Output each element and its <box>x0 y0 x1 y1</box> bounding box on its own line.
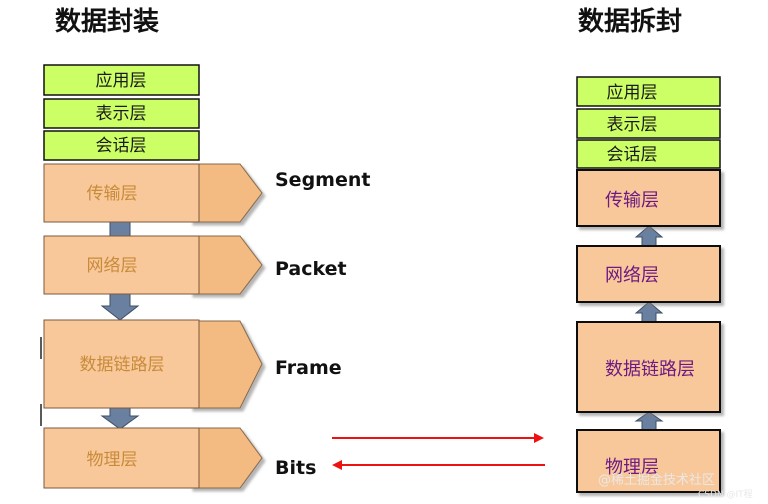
down-arrow-2 <box>100 293 140 321</box>
left-transport-layer <box>43 163 200 223</box>
watermark-small-text: CSDN @IT程 <box>698 489 753 500</box>
right-session-label: 会话层 <box>607 145 658 165</box>
right-datalink-layer <box>576 321 721 413</box>
frame-tab <box>189 320 263 409</box>
left-physical-label: 物理层 <box>87 450 138 470</box>
left-presentation-label: 表示层 <box>96 104 147 124</box>
up-arrow-3 <box>634 411 664 431</box>
left-datalink-layer <box>43 319 200 409</box>
up-arrow-2 <box>634 301 664 323</box>
left-network-layer <box>43 235 200 295</box>
left-application-layer <box>43 64 200 96</box>
left-application-label: 应用层 <box>96 71 147 91</box>
right-session-layer <box>576 139 721 169</box>
up-arrow-1 <box>634 225 664 247</box>
right-application-label: 应用层 <box>607 83 658 103</box>
watermark-text: @稀土掘金技术社区 <box>598 472 715 488</box>
right-application-layer <box>576 76 721 107</box>
right-datalink-label: 数据链路层 <box>605 359 695 380</box>
packet-label: Packet <box>275 258 347 280</box>
bits-tab <box>189 427 263 489</box>
frame-label: Frame <box>275 357 342 379</box>
right-physical-layer <box>576 429 721 493</box>
right-network-layer <box>576 245 721 303</box>
right-presentation-label: 表示层 <box>607 115 658 135</box>
left-physical-layer <box>43 427 200 489</box>
packet-tab <box>189 235 263 295</box>
right-transport-label: 传输层 <box>605 190 659 211</box>
right-stack: 应用层 表示层 会话层 传输层 网络层 数据链路层 物理层 <box>576 76 721 493</box>
left-session-layer <box>43 130 200 161</box>
left-network-label: 网络层 <box>87 256 138 276</box>
right-transport-layer <box>576 169 721 227</box>
left-datalink-label: 数据链路层 <box>80 355 165 375</box>
segment-tab <box>189 163 263 223</box>
segment-label: Segment <box>275 169 370 191</box>
decapsulation-title: 数据拆封 <box>578 7 682 37</box>
left-session-label: 会话层 <box>96 136 147 156</box>
bits-label: Bits <box>275 457 316 479</box>
right-network-label: 网络层 <box>605 265 659 286</box>
encapsulation-title: 数据封装 <box>55 7 159 37</box>
right-presentation-layer <box>576 108 721 139</box>
down-arrow-3 <box>100 405 140 430</box>
left-stack: 应用层 表示层 会话层 传输层 网络层 数据链路层 物理层 <box>43 64 200 489</box>
left-tabs <box>189 163 263 489</box>
left-transport-label: 传输层 <box>87 184 138 204</box>
right-physical-label: 物理层 <box>605 457 659 478</box>
left-presentation-layer <box>43 98 200 129</box>
